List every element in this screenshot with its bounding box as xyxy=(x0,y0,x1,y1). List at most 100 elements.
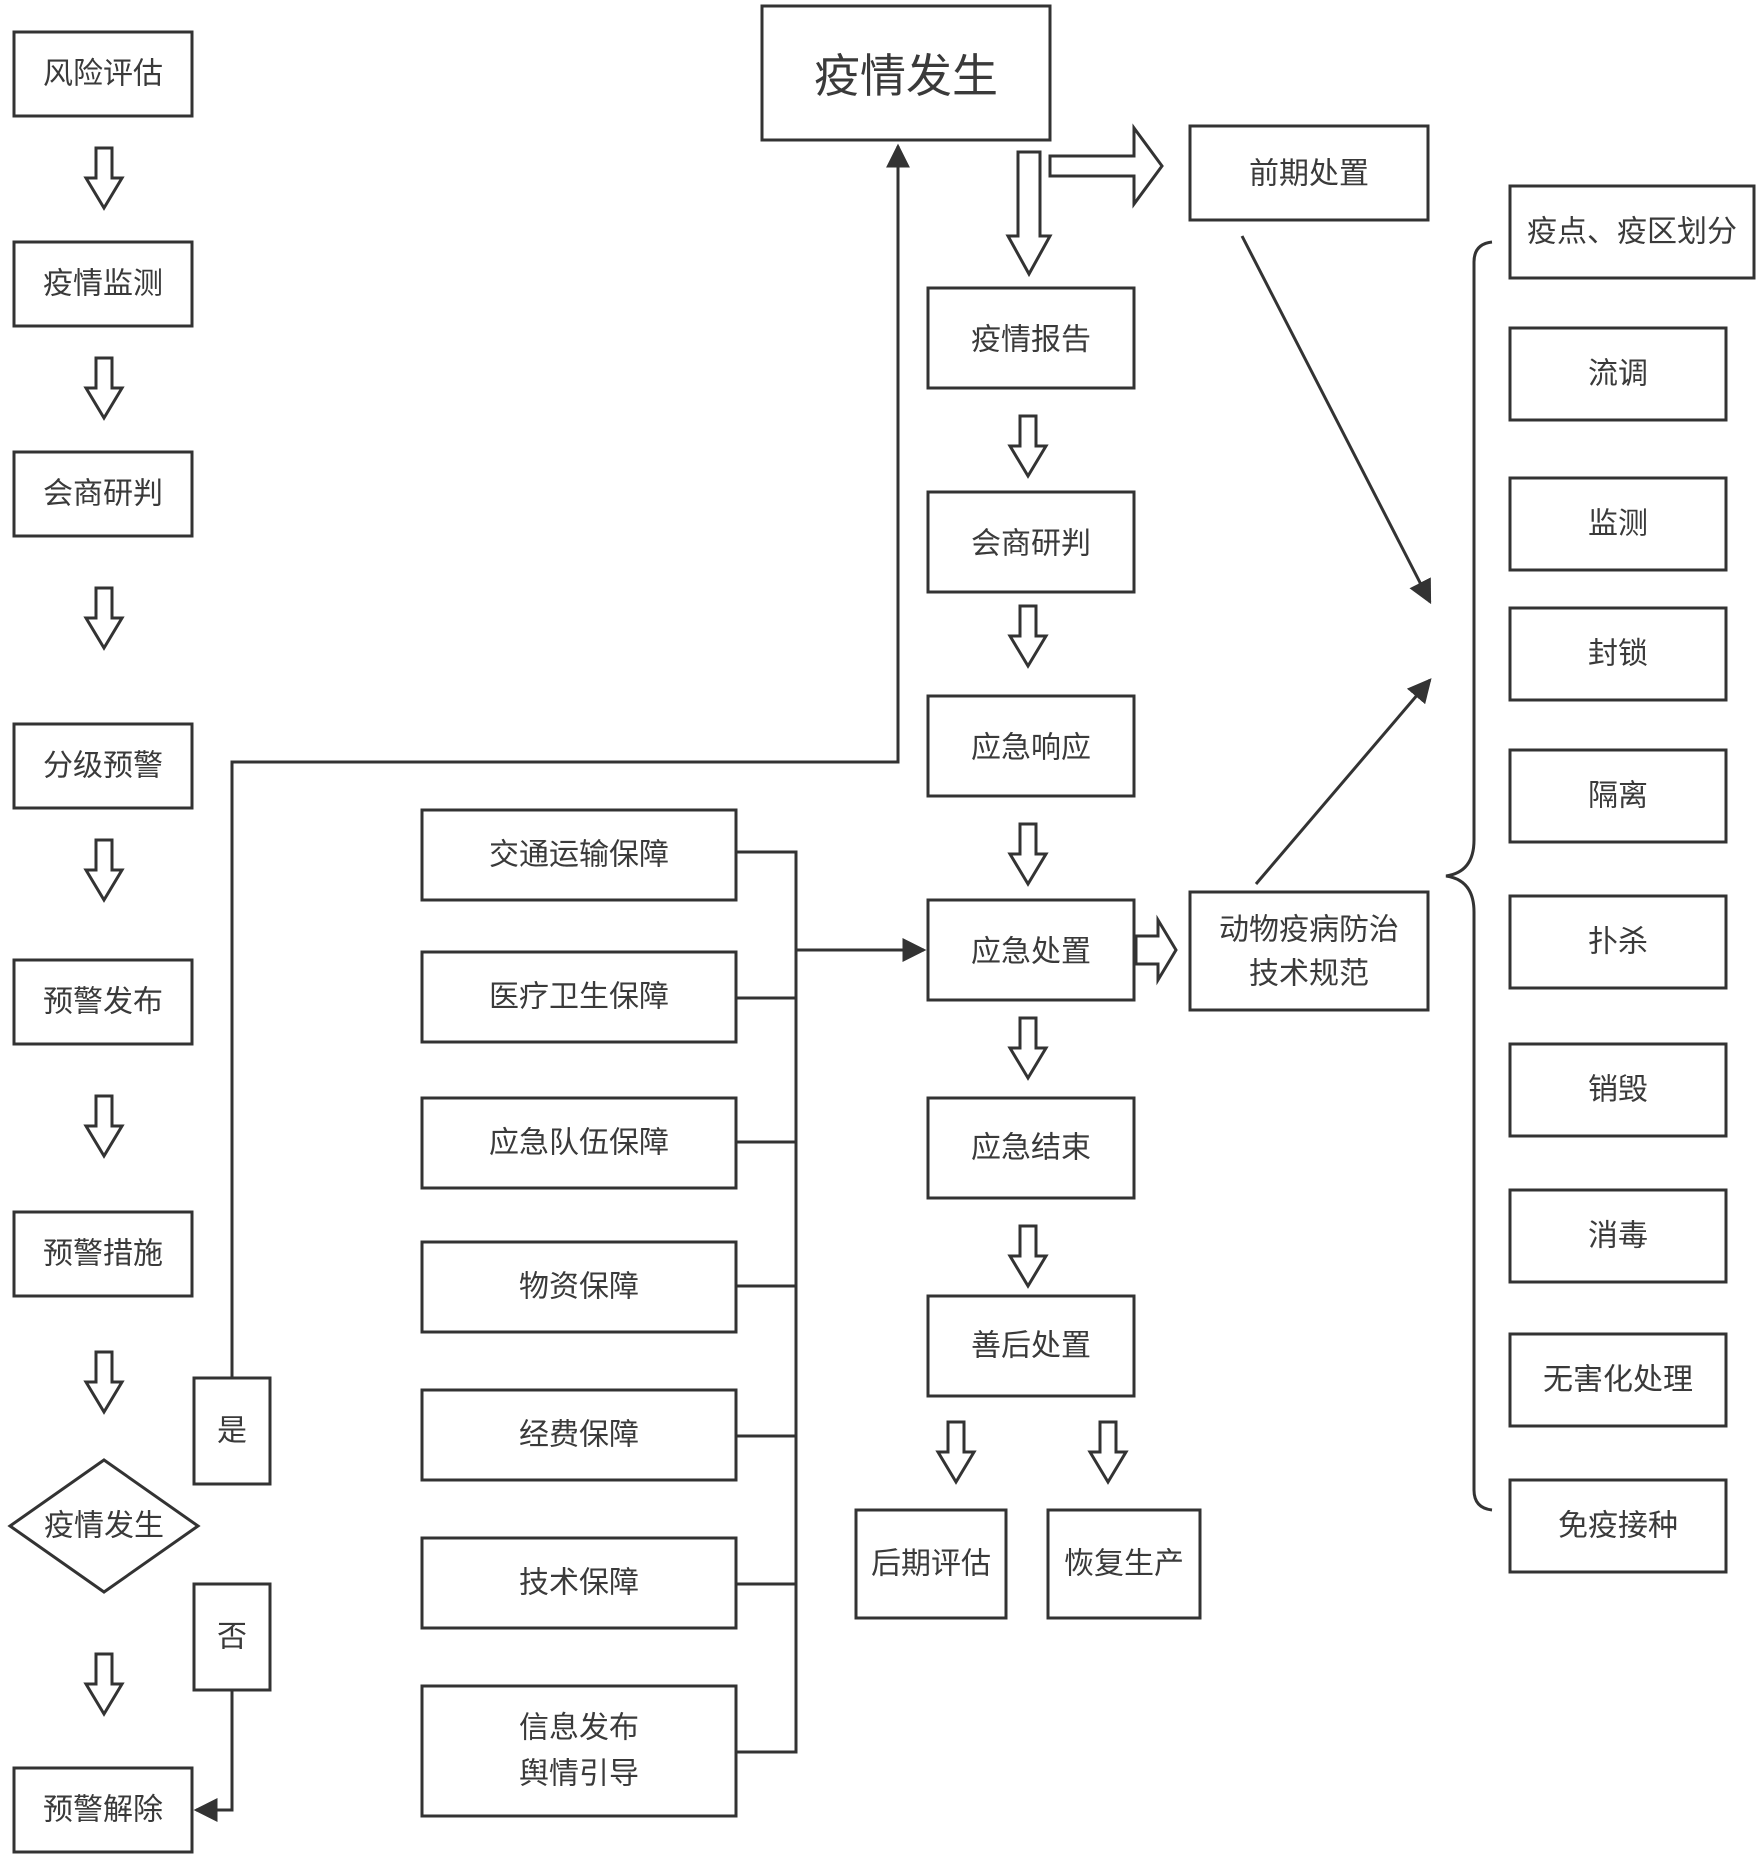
down-arrow-icon xyxy=(83,1350,125,1415)
support-label: 物资保障 xyxy=(519,1270,639,1305)
right-arrow-icon xyxy=(1134,914,1178,986)
initial-disposal-box: 前期处置 xyxy=(1188,124,1430,222)
support-box-funding: 经费保障 xyxy=(420,1388,738,1482)
end-label: 应急结束 xyxy=(971,1131,1091,1166)
down-arrow-icon xyxy=(1007,822,1049,887)
report-box: 疫情报告 xyxy=(926,286,1136,390)
measure-box-harmless-treatment: 无害化处理 xyxy=(1508,1332,1728,1428)
resume-production-label: 恢复生产 xyxy=(1064,1547,1184,1582)
measures-column: 疫点、疫区划分 流调 监测 封锁 隔离 扑杀 销毁 消毒 xyxy=(1445,184,1756,1574)
disposal-box: 应急处置 xyxy=(926,898,1136,1002)
down-arrow-icon xyxy=(83,146,125,211)
support-box-medical: 医疗卫生保障 xyxy=(420,950,738,1044)
measure-label: 封锁 xyxy=(1588,637,1648,672)
tech-spec-label-line1: 动物疫病防治 xyxy=(1219,913,1399,948)
support-label: 经费保障 xyxy=(519,1418,639,1453)
down-arrow-icon xyxy=(1005,150,1053,278)
measure-label: 隔离 xyxy=(1588,779,1648,814)
measure-label: 无害化处理 xyxy=(1543,1363,1693,1398)
techspec-to-measures-line xyxy=(1254,678,1432,885)
measure-box-zoning: 疫点、疫区划分 xyxy=(1508,184,1756,280)
disposal-label: 应急处置 xyxy=(971,935,1091,970)
monitoring-box: 疫情监测 xyxy=(12,240,194,328)
measure-box-destruction: 销毁 xyxy=(1508,1042,1728,1138)
risk-assessment-box: 风险评估 xyxy=(12,30,194,118)
evaluation-label: 后期评估 xyxy=(871,1547,991,1582)
graded-warning-box: 分级预警 xyxy=(12,722,194,810)
no-connector-line xyxy=(193,1690,234,1822)
response-label: 应急响应 xyxy=(971,731,1091,766)
measure-box-isolation: 隔离 xyxy=(1508,748,1728,844)
risk-assessment-label: 风险评估 xyxy=(43,57,163,92)
measure-box-culling: 扑杀 xyxy=(1508,894,1728,990)
initial-disposal-label: 前期处置 xyxy=(1249,157,1369,192)
measure-box-disinfection: 消毒 xyxy=(1508,1188,1728,1284)
support-box-information: 信息发布 舆情引导 xyxy=(420,1684,738,1818)
outbreak-decision-label: 疫情发生 xyxy=(44,1509,164,1544)
measure-label: 扑杀 xyxy=(1588,925,1648,960)
end-box: 应急结束 xyxy=(926,1096,1136,1200)
no-label: 否 xyxy=(217,1620,247,1655)
response-box: 应急响应 xyxy=(926,694,1136,798)
aftermath-box: 善后处置 xyxy=(926,1294,1136,1398)
measure-label: 免疫接种 xyxy=(1558,1509,1678,1544)
down-arrow-icon xyxy=(83,1652,125,1717)
outbreak-label: 疫情发生 xyxy=(814,49,998,103)
support-label: 医疗卫生保障 xyxy=(489,980,669,1015)
measure-box-blockade: 封锁 xyxy=(1508,606,1728,702)
yes-box: 是 xyxy=(192,1376,272,1486)
monitoring-label: 疫情监测 xyxy=(43,267,163,302)
support-box-team: 应急队伍保障 xyxy=(420,1096,738,1190)
down-arrow-icon xyxy=(83,356,125,421)
measure-box-vaccination: 免疫接种 xyxy=(1508,1478,1728,1574)
warning-lifted-box: 预警解除 xyxy=(12,1766,194,1854)
down-arrow-icon xyxy=(1087,1420,1129,1485)
consultation-label-left: 会商研判 xyxy=(43,477,163,512)
right-arrow-icon xyxy=(1048,123,1164,209)
down-arrow-icon xyxy=(1007,1224,1049,1289)
down-arrow-icon xyxy=(83,838,125,903)
resume-production-box: 恢复生产 xyxy=(1046,1508,1202,1620)
down-arrow-icon xyxy=(1007,1016,1049,1081)
measure-label: 疫点、疫区划分 xyxy=(1527,215,1737,250)
warning-measures-box: 预警措施 xyxy=(12,1210,194,1298)
no-box: 否 xyxy=(192,1582,272,1692)
warning-release-label: 预警发布 xyxy=(43,985,163,1020)
left-flow: 风险评估 疫情监测 会商研判 分级预警 预警发布 预警措施 xyxy=(7,30,910,1854)
down-arrow-icon xyxy=(83,586,125,651)
measure-label: 消毒 xyxy=(1588,1219,1648,1254)
measure-box-monitoring: 监测 xyxy=(1508,476,1728,572)
aftermath-label: 善后处置 xyxy=(971,1329,1091,1364)
support-box-materials: 物资保障 xyxy=(420,1240,738,1334)
report-label: 疫情报告 xyxy=(971,323,1091,358)
down-arrow-icon xyxy=(1007,414,1049,479)
support-label-line2: 舆情引导 xyxy=(519,1757,639,1792)
main-flow: 疫情发生 前期处置 疫情报告 会商研判 应急响应 应急处置 xyxy=(760,4,1432,1620)
down-arrow-icon xyxy=(1007,604,1049,669)
measure-label: 销毁 xyxy=(1588,1073,1648,1108)
support-bus-line xyxy=(736,850,798,1754)
graded-warning-label: 分级预警 xyxy=(43,749,163,784)
support-label: 技术保障 xyxy=(519,1566,639,1601)
outbreak-box: 疫情发生 xyxy=(760,4,1052,142)
warning-measures-label: 预警措施 xyxy=(43,1237,163,1272)
warning-lifted-label: 预警解除 xyxy=(43,1793,163,1828)
support-label: 交通运输保障 xyxy=(489,838,669,873)
tech-spec-label-line2: 技术规范 xyxy=(1249,957,1369,992)
support-column: 交通运输保障 医疗卫生保障 应急队伍保障 物资保障 经费保障 技术保障 信息发布… xyxy=(420,808,927,1818)
measure-label: 流调 xyxy=(1588,357,1648,392)
consultation-box-left: 会商研判 xyxy=(12,450,194,538)
support-box-transport: 交通运输保障 xyxy=(420,808,738,902)
warning-release-box: 预警发布 xyxy=(12,958,194,1046)
evaluation-box: 后期评估 xyxy=(854,1508,1008,1620)
down-arrow-icon xyxy=(83,1094,125,1159)
tech-spec-box: 动物疫病防治 技术规范 xyxy=(1188,890,1430,1012)
initial-to-measures-line xyxy=(1240,235,1432,605)
consultation-box-main: 会商研判 xyxy=(926,490,1136,594)
measure-label: 监测 xyxy=(1588,507,1648,542)
support-label-line1: 信息发布 xyxy=(519,1711,639,1746)
measures-brace xyxy=(1445,240,1493,1512)
down-arrow-icon xyxy=(935,1420,977,1485)
measure-box-epi-investigation: 流调 xyxy=(1508,326,1728,422)
